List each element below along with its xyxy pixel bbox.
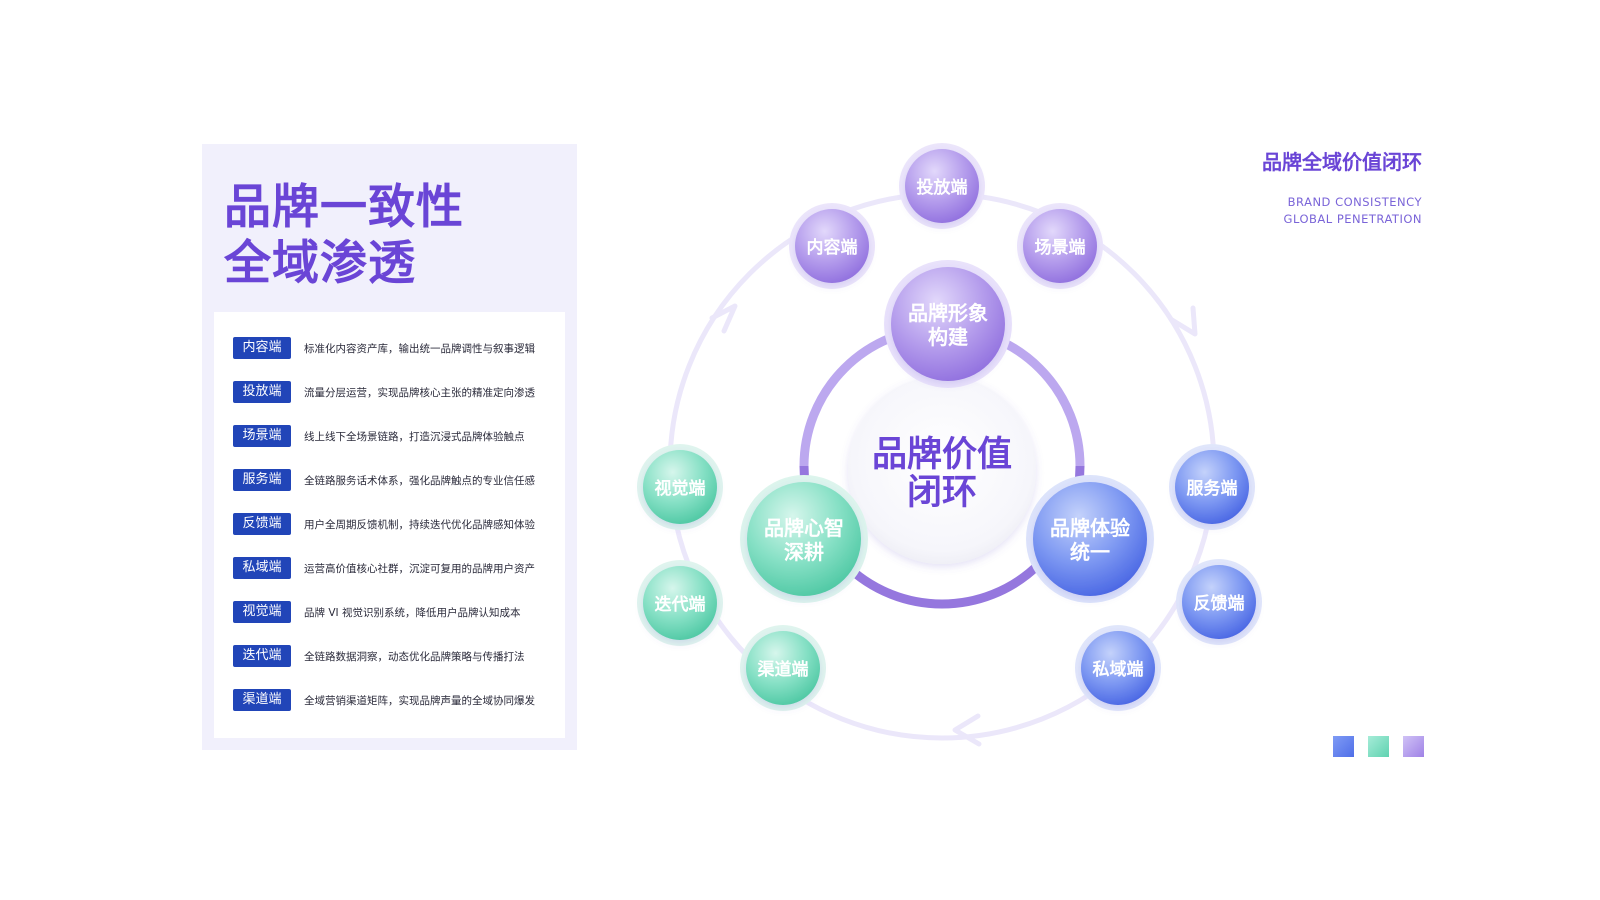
outer-node-content-label: 内容端 — [807, 237, 858, 258]
center-label-line-1: 品牌价值 — [872, 435, 1012, 475]
outer-node-iteration-label: 迭代端 — [655, 594, 706, 615]
endpoint-description: 全链路数据洞察，动态优化品牌策略与传播打法 — [304, 650, 525, 663]
list-item: 反馈端 用户全周期反馈机制，持续迭代优化品牌感知体验 — [233, 512, 535, 536]
left-panel: 品牌一致性 全域渗透 内容端 标准化内容资产库，输出统一品牌调性与叙事逻辑 投放… — [202, 144, 577, 750]
endpoint-tag: 反馈端 — [233, 513, 291, 535]
pillar-brand-experience — [1033, 482, 1147, 596]
list-item: 迭代端 全链路数据洞察，动态优化品牌策略与传播打法 — [233, 644, 525, 668]
pillar-brand-image-line-1: 品牌形象 — [908, 301, 988, 325]
outer-node-feedback — [1182, 565, 1256, 639]
pillar-brand-mind — [747, 482, 861, 596]
pillar-brand-mind-line-1: 品牌心智 — [764, 516, 844, 540]
english-subtitle-line-2: GLOBAL PENETRATION — [1283, 212, 1422, 226]
headline-line-1: 品牌一致性 — [224, 180, 464, 235]
outer-node-scene-label: 场景端 — [1035, 237, 1086, 258]
endpoint-description: 标准化内容资产库，输出统一品牌调性与叙事逻辑 — [304, 342, 535, 355]
outer-node-scene — [1023, 209, 1097, 283]
outer-node-iteration — [643, 566, 717, 640]
loop-arrow-top-right — [1169, 305, 1198, 337]
list-item: 场景端 线上线下全场景链路，打造沉浸式品牌体验触点 — [233, 424, 525, 448]
blue-swatch — [1333, 736, 1354, 757]
list-item: 渠道端 全域营销渠道矩阵，实现品牌声量的全域协同爆发 — [233, 688, 535, 712]
green-swatch — [1368, 736, 1389, 757]
list-item: 视觉端 品牌 VI 视觉识别系统，降低用户品牌认知成本 — [233, 600, 520, 624]
endpoint-tag: 渠道端 — [233, 689, 291, 711]
loop-arrow-bottom — [952, 713, 982, 747]
endpoint-description: 全域营销渠道矩阵，实现品牌声量的全域协同爆发 — [304, 694, 535, 707]
endpoint-tag: 场景端 — [233, 425, 291, 447]
endpoint-tag: 私域端 — [233, 557, 291, 579]
outer-node-channel — [746, 631, 820, 705]
pillar-brand-experience-line-2: 统一 — [1070, 540, 1110, 564]
loop-arrow-top-left — [709, 303, 738, 334]
outer-node-delivery — [905, 149, 979, 223]
center-circle — [848, 376, 1036, 564]
outer-node-private-domain-label: 私域端 — [1093, 659, 1144, 680]
pillar-brand-experience-line-1: 品牌体验 — [1050, 516, 1130, 540]
headline-line-2: 全域渗透 — [224, 236, 416, 291]
purple-swatch — [1403, 736, 1424, 757]
outer-node-service-label: 服务端 — [1187, 478, 1238, 499]
endpoint-tag: 迭代端 — [233, 645, 291, 667]
outer-node-private-domain — [1081, 631, 1155, 705]
pillar-brand-mind-line-2: 深耕 — [784, 540, 824, 564]
endpoint-list-card: 内容端 标准化内容资产库，输出统一品牌调性与叙事逻辑 投放端 流量分层运营，实现… — [214, 312, 565, 738]
outer-node-feedback-label: 反馈端 — [1194, 593, 1245, 614]
diagram-title: 品牌全域价值闭环 — [1262, 150, 1422, 174]
english-subtitle-line-1: BRAND CONSISTENCY — [1287, 195, 1422, 209]
outer-node-visual — [643, 450, 717, 524]
outer-node-channel-label: 渠道端 — [757, 659, 809, 680]
endpoint-description: 流量分层运营，实现品牌核心主张的精准定向渗透 — [304, 386, 535, 399]
center-label-line-2: 闭环 — [907, 473, 977, 513]
endpoint-tag: 服务端 — [233, 469, 291, 491]
endpoint-description: 全链路服务话术体系，强化品牌触点的专业信任感 — [304, 474, 535, 487]
endpoint-description: 运营高价值核心社群，沉淀可复用的品牌用户资产 — [304, 562, 535, 575]
endpoint-tag: 视觉端 — [233, 601, 291, 623]
list-item: 私域端 运营高价值核心社群，沉淀可复用的品牌用户资产 — [233, 556, 535, 580]
outer-node-service — [1175, 450, 1249, 524]
pillar-brand-image — [891, 267, 1005, 381]
list-item: 投放端 流量分层运营，实现品牌核心主张的精准定向渗透 — [233, 380, 535, 404]
pillar-brand-image-line-2: 构建 — [928, 325, 968, 349]
endpoint-description: 品牌 VI 视觉识别系统，降低用户品牌认知成本 — [304, 606, 521, 619]
outer-node-visual-label: 视觉端 — [655, 478, 706, 499]
endpoint-description: 用户全周期反馈机制，持续迭代优化品牌感知体验 — [304, 518, 535, 531]
outer-node-content — [795, 209, 869, 283]
endpoint-description: 线上线下全场景链路，打造沉浸式品牌体验触点 — [304, 430, 525, 443]
outer-node-delivery-label: 投放端 — [917, 177, 968, 198]
list-item: 内容端 标准化内容资产库，输出统一品牌调性与叙事逻辑 — [233, 336, 535, 360]
endpoint-tag: 投放端 — [233, 381, 291, 403]
list-item: 服务端 全链路服务话术体系，强化品牌触点的专业信任感 — [233, 468, 535, 492]
headline: 品牌一致性 全域渗透 — [224, 180, 464, 292]
endpoint-tag: 内容端 — [233, 337, 291, 359]
